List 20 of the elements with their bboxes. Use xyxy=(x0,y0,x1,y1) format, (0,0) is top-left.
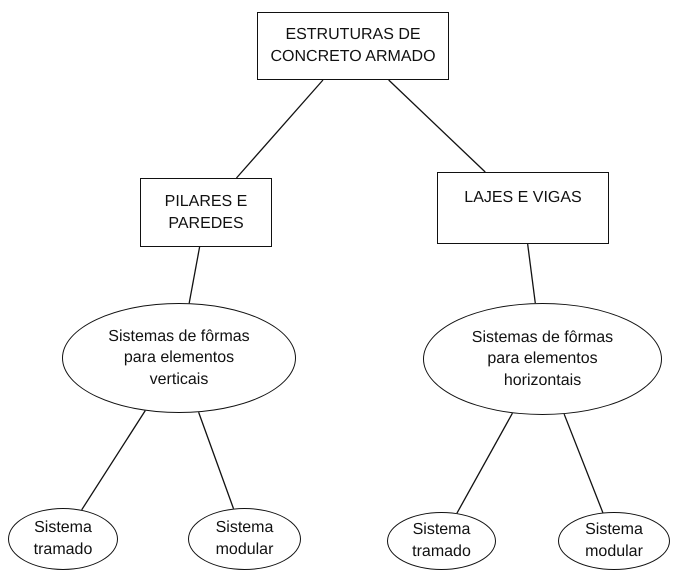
node-label: PILARES E PAREDES xyxy=(164,192,248,234)
connector-line xyxy=(81,410,146,510)
connector-line xyxy=(198,412,234,509)
node-label: Sistemas de fôrmas para elementos horizontais xyxy=(470,328,614,391)
node-label: Sistema tramado xyxy=(411,520,472,562)
category-box xyxy=(437,172,609,244)
connector-line xyxy=(564,414,604,513)
connector-line xyxy=(527,244,536,304)
connector-line xyxy=(388,80,486,172)
category-box xyxy=(140,178,272,247)
connector-line xyxy=(456,412,513,514)
node-label: ESTRUTURAS DE CONCRETO ARMADO xyxy=(269,25,437,67)
connector-line xyxy=(188,246,200,304)
node-label: LAJES E VIGAS xyxy=(464,188,582,208)
root-box xyxy=(257,12,449,80)
connector-line xyxy=(236,80,324,178)
node-label: Sistema modular xyxy=(584,520,644,562)
node-label: Sistemas de fôrmas para elementos verticais xyxy=(107,326,251,390)
node-label: Sistema tramado xyxy=(32,518,94,560)
node-label: Sistema modular xyxy=(214,518,274,560)
